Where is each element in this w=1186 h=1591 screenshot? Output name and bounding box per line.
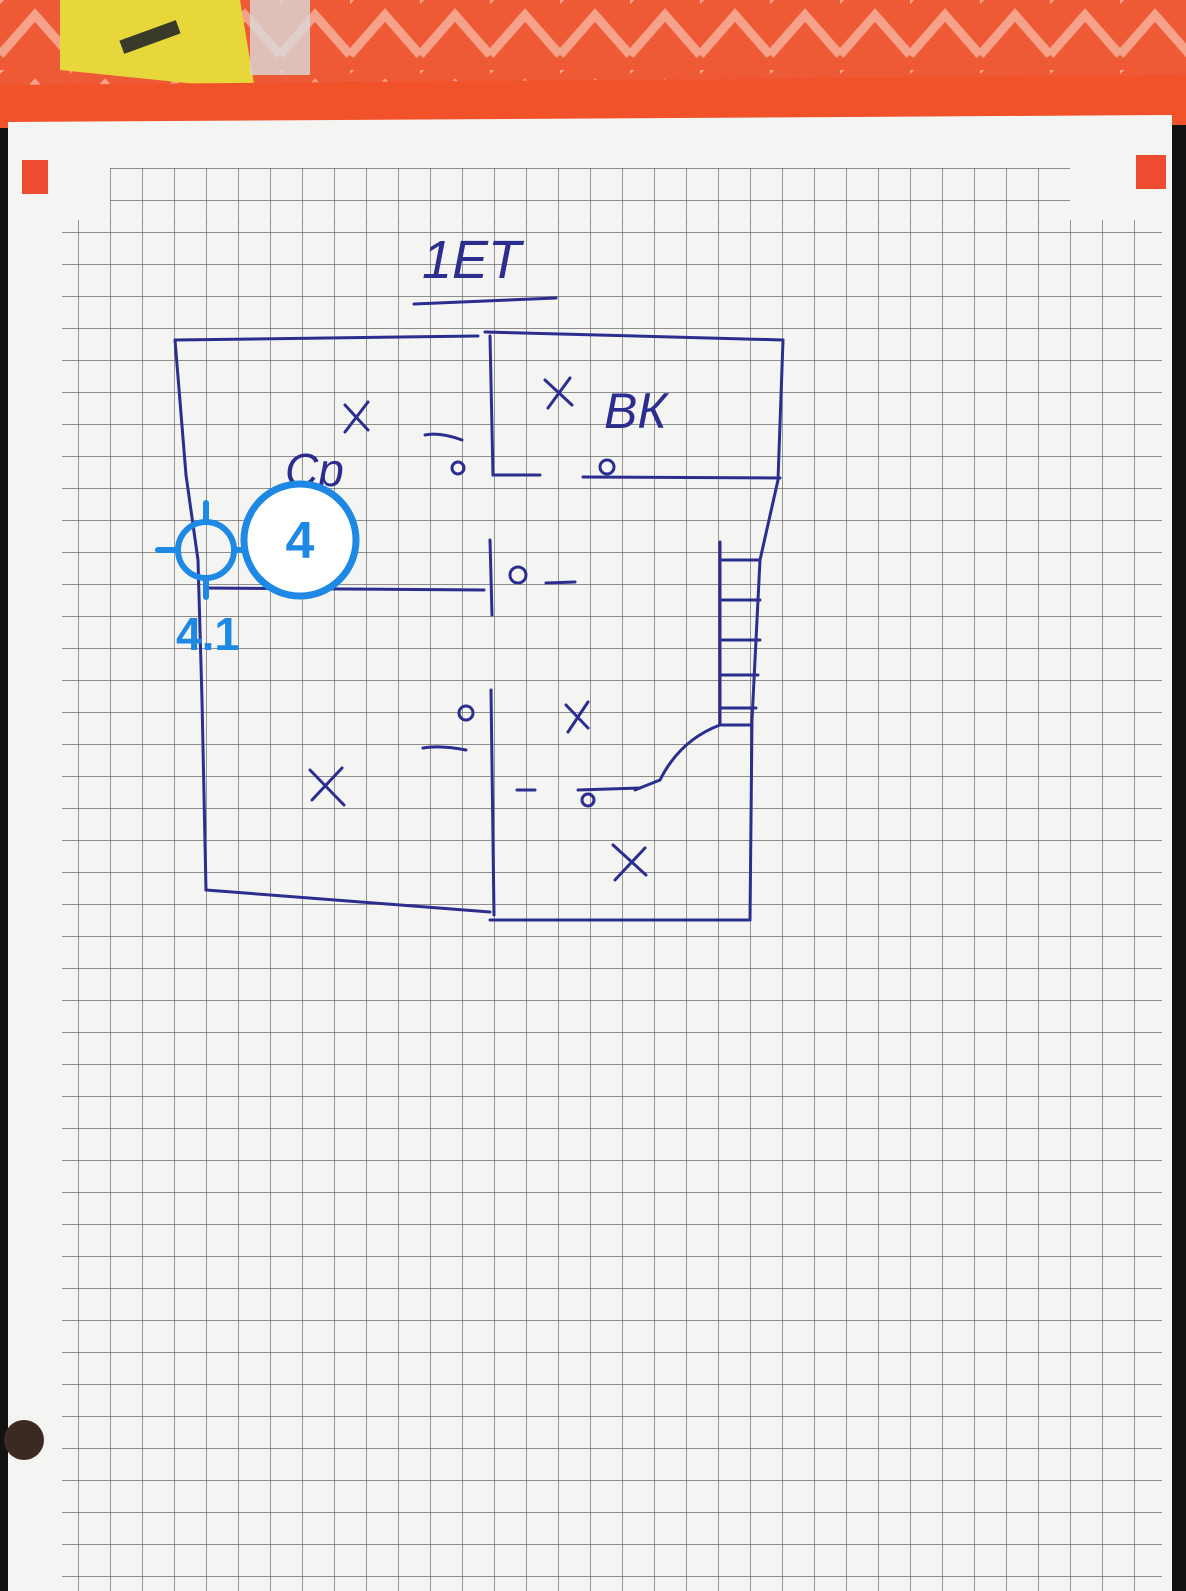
- bathroom-label: ВК: [604, 383, 669, 439]
- wall-top-right: [483, 330, 785, 342]
- crosshair-icon[interactable]: [155, 500, 257, 600]
- paper-sheet: [4, 115, 1172, 1591]
- wall-top-left: [173, 334, 480, 342]
- marker-number: 4: [286, 512, 315, 570]
- marker-sublabel: 4.1: [176, 608, 240, 660]
- handwritten-labels: 1ЕТ ВК Ср: [285, 230, 669, 496]
- point-marker[interactable]: 4 4.1: [155, 480, 360, 660]
- wall-bottom-left: [204, 888, 492, 914]
- sketch-heading: 1ЕТ: [422, 230, 525, 290]
- wall-left: [173, 338, 208, 892]
- marker-badge[interactable]: [240, 480, 360, 600]
- floor-plan-sketch: [173, 296, 785, 922]
- wall-bedroom-bottom: [203, 586, 486, 592]
- wall-center-vertical: [488, 334, 495, 477]
- tape-strip: [0, 75, 1186, 128]
